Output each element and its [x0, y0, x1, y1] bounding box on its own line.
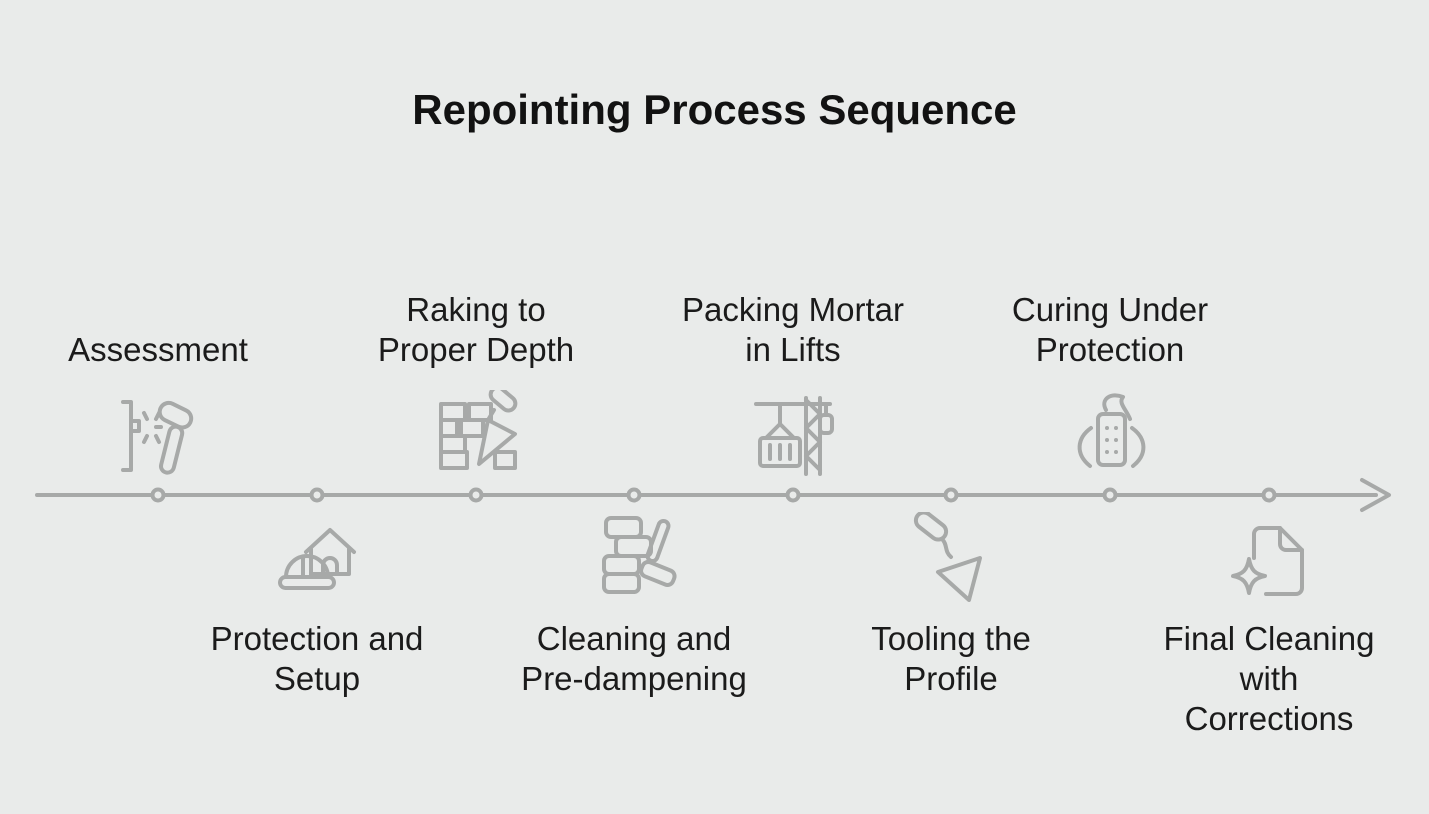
arrow-right-icon: [1360, 478, 1391, 512]
timeline-axis: [35, 478, 1391, 512]
timeline-node: [626, 487, 642, 503]
step-label-tooling-profile: Tooling the Profile: [871, 620, 1031, 697]
timeline-node: [309, 487, 325, 503]
timeline-node: [943, 487, 959, 503]
brick-wall-trowel-icon: [431, 390, 521, 480]
mortar-hoist-icon: [748, 390, 838, 480]
timeline-node: [785, 487, 801, 503]
timeline-node: [150, 487, 166, 503]
sparkle-document-icon: [1224, 512, 1314, 602]
step-label-assessment: Assessment: [68, 331, 248, 368]
house-hardhat-icon: [272, 512, 362, 602]
brick-stack-brush-icon: [589, 512, 679, 602]
step-label-packing-mortar: Packing Mortar in Lifts: [682, 291, 904, 368]
step-label-cleaning-predampening: Cleaning and Pre-dampening: [521, 620, 747, 697]
step-label-curing-protection: Curing Under Protection: [1011, 291, 1209, 368]
curing-flame-building-icon: [1065, 390, 1155, 480]
timeline-node: [1261, 487, 1277, 503]
step-label-raking-depth: Raking to Proper Depth: [377, 291, 575, 368]
inspection-hammer-icon: [113, 390, 203, 480]
pointing-trowel-icon: [906, 512, 996, 602]
timeline-node: [468, 487, 484, 503]
page-title: Repointing Process Sequence: [412, 86, 1017, 133]
step-label-protection-setup: Protection and Setup: [210, 620, 424, 697]
step-label-final-cleaning: Final Cleaning with Corrections: [1163, 620, 1375, 737]
timeline-node: [1102, 487, 1118, 503]
